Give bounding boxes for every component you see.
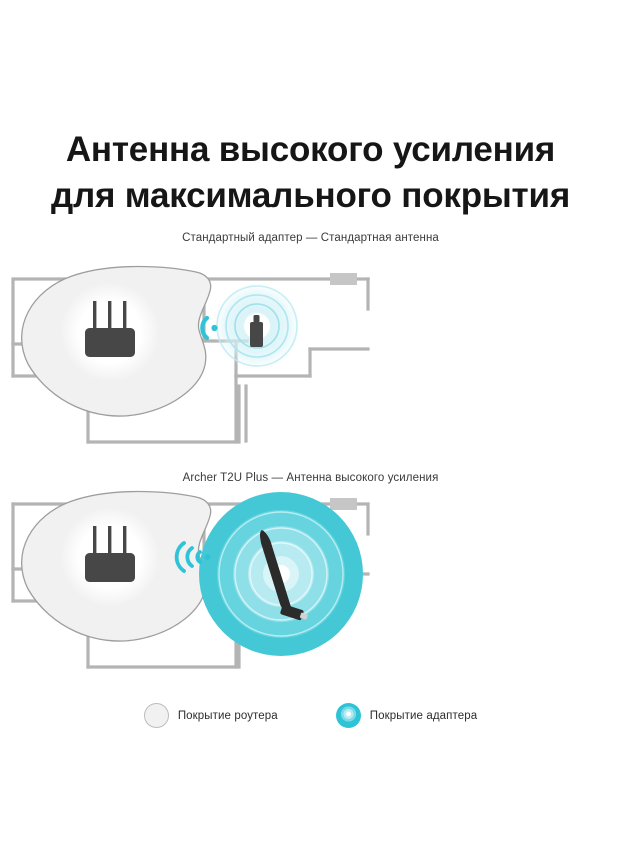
router-coverage-swatch-icon [143,703,169,728]
diagram-caption-standard: Стандартный адаптер — Стандартная антенн… [182,232,439,244]
legend-item-router-coverage: Покрытие роутера [143,703,278,728]
wifi-router-icon [85,301,135,357]
usb-adapter-icon [250,315,263,347]
page-title: Антенна высокого усиления для максимальн… [0,127,621,219]
wifi-signal-strong-icon [174,541,211,573]
adapter-coverage-swatch-icon [335,703,361,728]
page-title-line-2: для максимального покрытия [50,176,571,216]
wifi-router-icon [85,526,135,582]
page-title-line-1: Антенна высокого усиления [65,130,556,170]
legend-label-router-coverage: Покрытие роутера [177,709,278,722]
diagram-caption-archer: Archer T2U Plus — Антенна высокого усиле… [182,472,439,484]
high-gain-antenna-icon [260,530,308,621]
floorplan-archer [0,486,621,691]
diagram-archer-t2u-plus: Archer T2U Plus — Антенна высокого усиле… [0,470,621,691]
legend-item-adapter-coverage: Покрытие адаптера [335,703,478,728]
adapter-coverage-area-archer [199,492,363,656]
coverage-legend: Покрытие роутера Покрытие адаптера [0,703,621,728]
wifi-signal-weak-icon [200,315,218,341]
legend-label-adapter-coverage: Покрытие адаптера [369,709,478,722]
diagram-standard-adapter: Стандартный адаптер — Стандартная антенн… [0,230,621,451]
floorplan-standard [0,246,621,451]
